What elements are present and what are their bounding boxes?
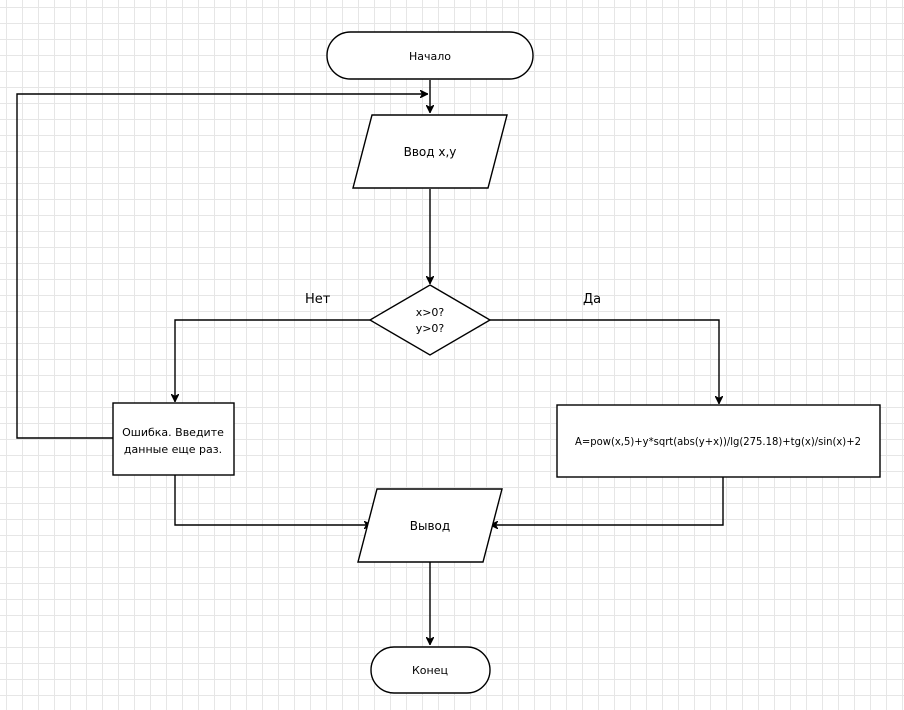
condition-line-2: y>0? — [416, 322, 445, 335]
condition-line-1: x>0? — [416, 306, 445, 319]
output-label: Вывод — [410, 519, 450, 533]
error-line-2: данные еще раз. — [124, 443, 222, 456]
error-process-box: Ошибка. Введите данные еще раз. — [112, 402, 235, 476]
end-terminator: Конец — [370, 646, 491, 694]
formula-process-box: A=pow(x,5)+y*sqrt(abs(y+x))/lg(275.18)+t… — [556, 404, 881, 478]
output-parallelogram: Вывод — [357, 488, 503, 563]
error-line-1: Ошибка. Введите — [122, 426, 224, 439]
formula-label: A=pow(x,5)+y*sqrt(abs(y+x))/lg(275.18)+t… — [575, 435, 861, 448]
start-label: Начало — [409, 50, 451, 63]
edge-error-to-output — [174, 475, 372, 525]
condition-diamond: x>0? y>0? — [368, 284, 492, 356]
edge-condition-yes — [490, 319, 719, 404]
edge-error-loop-back — [16, 94, 428, 439]
end-label: Конец — [412, 664, 448, 677]
input-label: Ввод x,y — [404, 145, 457, 159]
edge-label-no: Нет — [305, 292, 331, 307]
edge-condition-no — [175, 319, 370, 402]
edge-label-yes: Да — [583, 292, 601, 307]
input-parallelogram: Ввод x,y — [352, 114, 508, 189]
start-terminator: Начало — [326, 31, 534, 80]
edge-formula-to-output — [490, 477, 724, 525]
